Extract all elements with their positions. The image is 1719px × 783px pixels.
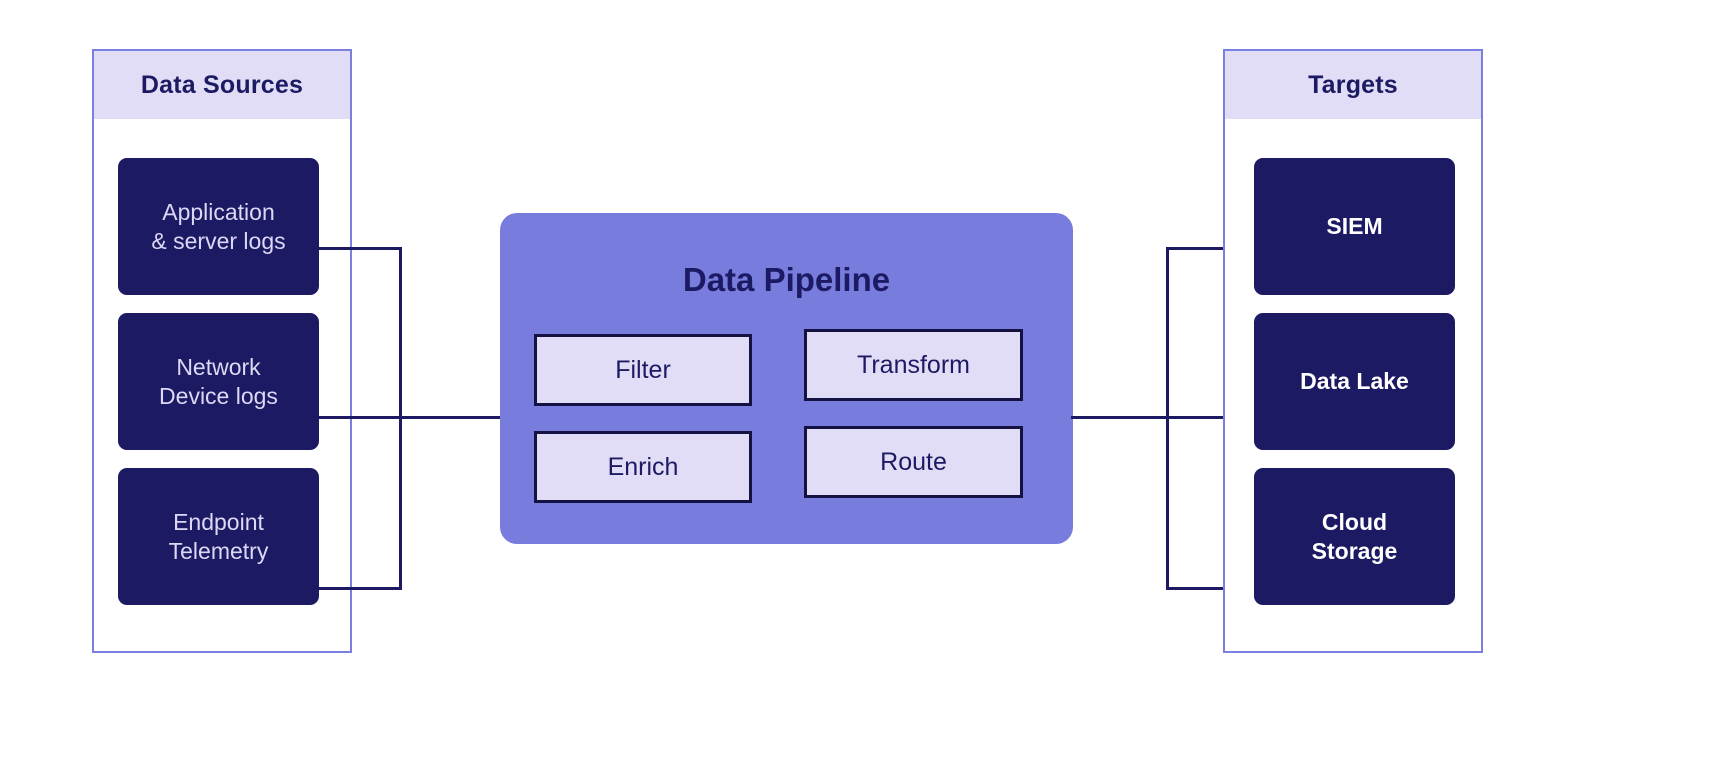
source-label-line2: Telemetry xyxy=(168,537,269,564)
source-node-label: Network Device logs xyxy=(159,353,278,410)
target-node-siem[interactable]: SIEM xyxy=(1254,158,1455,295)
pipeline-stage-filter[interactable]: Filter xyxy=(534,334,752,406)
target-label-line1: Cloud xyxy=(1321,508,1388,535)
target-node-label: Cloud Storage xyxy=(1312,508,1398,565)
source-label-line2: Device logs xyxy=(159,382,278,409)
target-node-label: Data Lake xyxy=(1300,368,1409,395)
target-node-label: SIEM xyxy=(1326,213,1383,240)
source-label-line1: Endpoint xyxy=(173,508,264,535)
data-pipeline-title: Data Pipeline xyxy=(682,261,891,298)
data-sources-title: Data Sources xyxy=(140,70,304,99)
connector-source-2-stub xyxy=(319,587,402,590)
source-label-line1: Network xyxy=(176,353,261,380)
pipeline-stage-route[interactable]: Route xyxy=(804,426,1023,498)
target-node-data-lake[interactable]: Data Lake xyxy=(1254,313,1455,450)
connector-source-0-stub xyxy=(319,247,402,250)
connector-target-0-stub-line xyxy=(1166,247,1278,250)
source-node-network-device-logs[interactable]: Network Device logs xyxy=(118,313,319,450)
source-node-endpoint-telemetry[interactable]: Endpoint Telemetry xyxy=(118,468,319,605)
source-node-application-server-logs[interactable]: Application & server logs xyxy=(118,158,319,295)
source-label-line1: Application xyxy=(162,198,275,225)
data-pipeline-panel: Data Pipeline Filter Transform Enrich Ro… xyxy=(500,213,1073,544)
connector-source-1-stub xyxy=(319,416,402,419)
data-sources-header: Data Sources xyxy=(94,51,350,119)
connector-target-2-stub-line xyxy=(1166,587,1278,590)
targets-title: Targets xyxy=(1308,70,1398,99)
source-label-line2: & server logs xyxy=(151,227,286,254)
source-node-label: Endpoint Telemetry xyxy=(169,508,269,565)
target-label-line2: Storage xyxy=(1311,537,1398,564)
pipeline-stage-enrich[interactable]: Enrich xyxy=(534,431,752,503)
pipeline-stage-transform[interactable]: Transform xyxy=(804,329,1023,401)
source-node-label: Application & server logs xyxy=(151,198,285,255)
connector-sources-to-pipeline xyxy=(399,416,503,419)
target-node-cloud-storage[interactable]: Cloud Storage xyxy=(1254,468,1455,605)
targets-header: Targets xyxy=(1225,51,1481,119)
